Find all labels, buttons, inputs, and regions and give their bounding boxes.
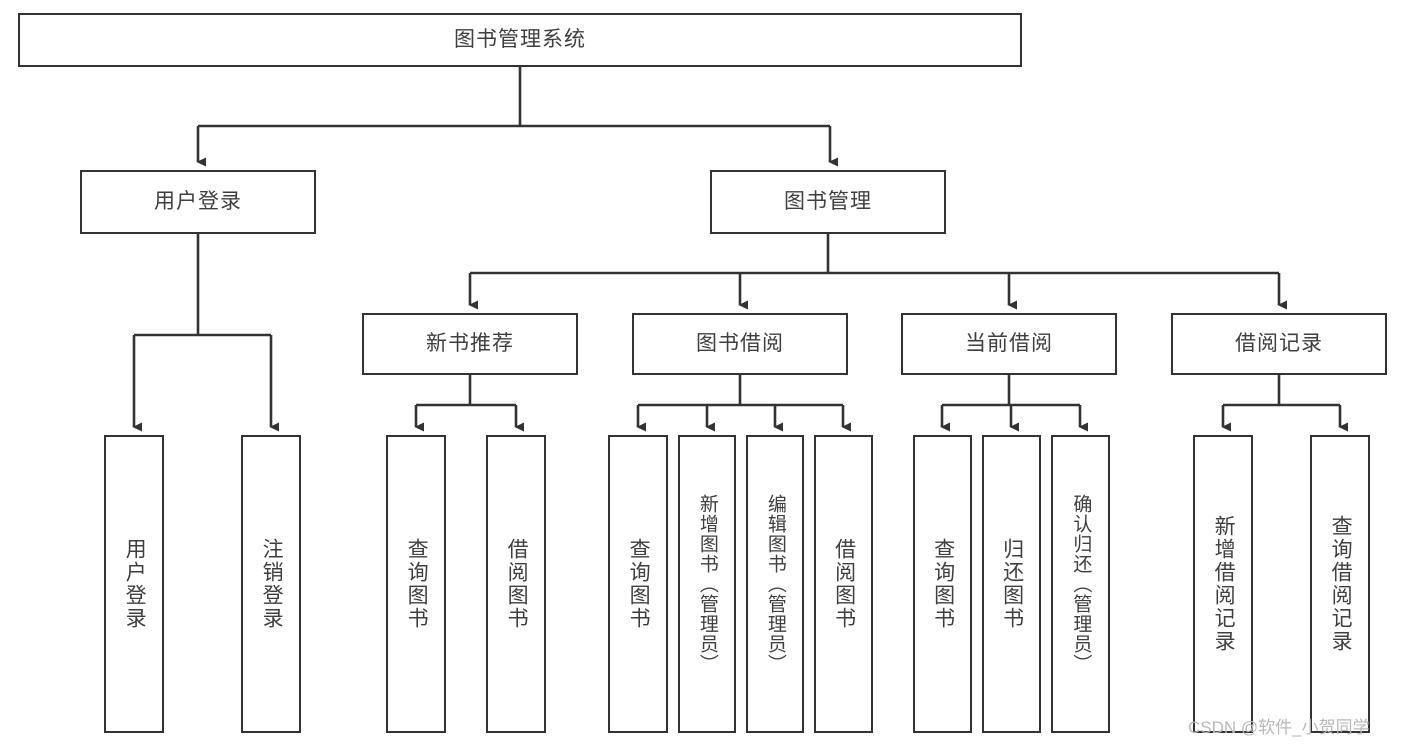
node-label: 确认归还（管理员） — [1070, 494, 1092, 674]
node-leaf-rec-query-book[interactable]: 查询图书 — [386, 435, 446, 733]
node-label: 借阅图书 — [832, 538, 856, 630]
node-label: 当前借阅 — [965, 332, 1053, 356]
node-leaf-record-add[interactable]: 新增借阅记录 — [1193, 435, 1253, 733]
node-label: 图书借阅 — [696, 332, 784, 356]
node-leaf-record-query[interactable]: 查询借阅记录 — [1310, 435, 1370, 733]
node-label: 新增借阅记录 — [1212, 515, 1236, 653]
node-leaf-borrow-edit-book[interactable]: 编辑图书（管理员） — [746, 435, 804, 733]
node-label: 编辑图书（管理员） — [764, 494, 786, 674]
node-leaf-current-confirm-return[interactable]: 确认归还（管理员） — [1051, 435, 1110, 733]
node-label: 查询图书 — [627, 538, 651, 630]
node-root[interactable]: 图书管理系统 — [18, 13, 1022, 67]
node-label: 新增图书（管理员） — [696, 494, 718, 674]
node-leaf-borrow-add-book[interactable]: 新增图书（管理员） — [678, 435, 736, 733]
node-label: 查询图书 — [405, 538, 429, 630]
node-label: 查询借阅记录 — [1329, 515, 1353, 653]
node-new-book-rec[interactable]: 新书推荐 — [362, 313, 578, 375]
node-book-borrow[interactable]: 图书借阅 — [632, 313, 848, 375]
node-label: 借阅图书 — [505, 538, 529, 630]
node-label: 注销登录 — [260, 538, 284, 630]
node-borrow-record[interactable]: 借阅记录 — [1171, 313, 1387, 375]
node-leaf-user-login[interactable]: 用户登录 — [104, 435, 164, 733]
csdn-watermark: CSDN @软件_小贺同学 — [1188, 718, 1370, 737]
node-leaf-user-logout[interactable]: 注销登录 — [241, 435, 301, 733]
node-label: 借阅记录 — [1235, 332, 1323, 356]
node-leaf-borrow-borrow-book[interactable]: 借阅图书 — [814, 435, 873, 733]
node-label: 新书推荐 — [426, 332, 514, 356]
node-label: 用户登录 — [123, 538, 147, 630]
node-user-login[interactable]: 用户登录 — [80, 170, 316, 234]
node-book-manage[interactable]: 图书管理 — [710, 170, 946, 234]
node-label: 查询图书 — [931, 538, 955, 630]
node-label: 归还图书 — [1000, 538, 1024, 630]
node-current-borrow[interactable]: 当前借阅 — [901, 313, 1117, 375]
node-label: 图书管理 — [784, 190, 872, 214]
node-label: 图书管理系统 — [454, 28, 586, 52]
node-label: 用户登录 — [154, 190, 242, 214]
node-leaf-borrow-query-book[interactable]: 查询图书 — [608, 435, 668, 733]
node-leaf-current-query-book[interactable]: 查询图书 — [913, 435, 972, 733]
node-leaf-current-return-book[interactable]: 归还图书 — [982, 435, 1041, 733]
node-leaf-rec-borrow-book[interactable]: 借阅图书 — [486, 435, 546, 733]
